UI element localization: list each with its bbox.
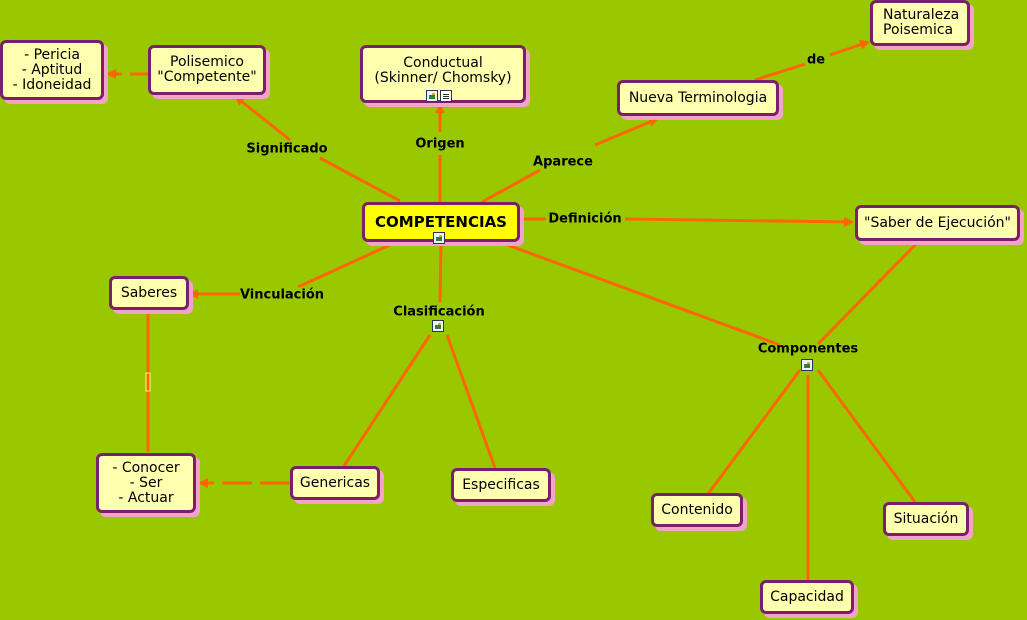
edge-componentes-contenido	[706, 369, 802, 495]
image-icon[interactable]	[433, 232, 445, 244]
node-competencias-label: COMPETENCIAS	[375, 212, 507, 231]
link-label-de: de	[806, 52, 826, 68]
node-nueva-terminologia-label: Nueva Terminologia	[628, 89, 768, 106]
node-naturaleza[interactable]: Naturaleza Poisemica	[870, 0, 970, 46]
edge-clasificacion-especificas	[445, 334, 497, 469]
edge-significado-polisemico	[234, 95, 291, 142]
link-marker	[145, 372, 151, 392]
node-nueva-terminologia[interactable]: Nueva Terminologia	[617, 80, 779, 116]
edge-competencias-vinculacion	[297, 242, 393, 289]
edge-saber-componentes	[816, 240, 920, 346]
node-pericia-line1: - Pericia	[24, 46, 80, 63]
link-label-definicion: Definición	[548, 211, 622, 227]
node-saber-ejecucion[interactable]: "Saber de Ejecución"	[855, 205, 1020, 241]
node-saberes[interactable]: Saberes	[109, 276, 189, 310]
edge-componentes-situacion	[816, 369, 917, 503]
edge-de-naturaleza	[829, 39, 870, 57]
link-label-clasificacion: Clasificación	[393, 304, 485, 320]
node-polisemico[interactable]: Polisemico "Competente"	[148, 45, 266, 95]
edge-competencias-significado	[319, 156, 401, 203]
node-conocer-line2: - Ser	[129, 474, 163, 491]
node-especificas-label: Especificas	[462, 476, 540, 493]
node-naturaleza-line2: Poisemica	[883, 22, 954, 38]
edge-definicion-saber	[624, 216, 854, 227]
node-situacion[interactable]: Situación	[883, 502, 969, 536]
node-situacion-label: Situación	[893, 510, 959, 527]
node-contenido[interactable]: Contenido	[651, 493, 743, 527]
node-conocer-line1: - Conocer	[112, 459, 180, 476]
link-label-aparece: Aparece	[533, 154, 593, 170]
image-icon[interactable]	[426, 90, 438, 102]
edge-competencias-componentes	[504, 242, 781, 347]
node-competencias[interactable]: COMPETENCIAS	[362, 202, 520, 242]
node-pericia-line2: - Aptitud	[21, 61, 83, 78]
link-label-componentes: Componentes	[757, 341, 859, 357]
link-label-significado: Significado	[246, 141, 328, 157]
node-contenido-label: Contenido	[661, 501, 733, 518]
edge-competencias-aparece	[481, 168, 541, 204]
edge-terminologia-de	[754, 62, 806, 82]
edge-aparece-terminologia	[594, 117, 659, 147]
node-saber-ejecucion-label: "Saber de Ejecución"	[864, 214, 1011, 231]
image-icon[interactable]	[801, 359, 813, 371]
node-conductual-line1: Conductual	[403, 55, 483, 71]
node-capacidad[interactable]: Capacidad	[760, 580, 854, 614]
node-naturaleza-line1: Naturaleza	[883, 7, 960, 23]
node-genericas[interactable]: Genericas	[290, 466, 380, 500]
edge-clasificacion-genericas	[342, 334, 432, 467]
link-label-vinculacion: Vinculación	[239, 287, 325, 303]
node-polisemico-line1: Polisemico	[170, 54, 244, 70]
node-pericia-line3: - Idoneidad	[12, 76, 92, 93]
node-capacidad-label: Capacidad	[770, 588, 844, 605]
node-polisemico-line2: "Competente"	[157, 69, 257, 85]
edge-competencias-clasificacion	[438, 243, 443, 303]
node-especificas[interactable]: Especificas	[451, 468, 551, 502]
node-genericas-label: Genericas	[299, 474, 371, 491]
image-icon[interactable]	[432, 320, 444, 332]
link-label-origen: Origen	[415, 136, 465, 152]
document-icon[interactable]	[440, 90, 452, 102]
node-pericia[interactable]: - Pericia - Aptitud - Idoneidad	[0, 40, 104, 100]
node-conductual-line2: (Skinner/ Chomsky)	[374, 70, 512, 86]
node-conocer[interactable]: - Conocer - Ser - Actuar	[96, 453, 196, 513]
node-conocer-line3: - Actuar	[118, 489, 174, 506]
node-saberes-label: Saberes	[120, 284, 178, 301]
